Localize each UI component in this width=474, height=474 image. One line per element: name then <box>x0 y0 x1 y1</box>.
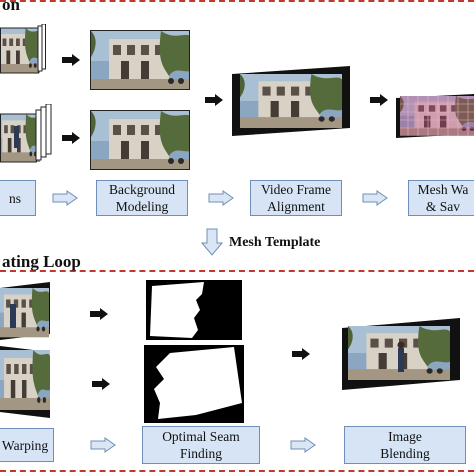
process-box-optimal-seam-finding: Optimal Seam Finding <box>142 426 260 464</box>
box-line: Mesh Wa <box>417 182 469 197</box>
warped-frame-1 <box>0 282 50 340</box>
arrow-right-icon <box>370 94 388 106</box>
process-box-background-modeling: Background Modeling <box>96 180 188 216</box>
mesh-template-down-arrow-icon <box>201 228 223 256</box>
background-frame-2 <box>90 110 190 170</box>
input-video-stack-1 <box>0 24 46 78</box>
section2-title: ating Loop <box>2 252 81 271</box>
flow-arrow-icon <box>52 190 78 206</box>
arrow-right-icon <box>92 378 110 390</box>
box-line: ns <box>8 190 21 206</box>
top-dashed-divider <box>0 0 474 2</box>
arrow-right-icon <box>205 94 223 106</box>
flow-arrow-icon <box>362 190 388 206</box>
box-line: Background <box>109 182 175 197</box>
arrow-right-icon <box>62 54 80 66</box>
seam-mask-2 <box>144 345 244 423</box>
box-line: Alignment <box>267 199 325 214</box>
bottom-dashed-divider <box>0 470 474 472</box>
input-video-stack-2 <box>0 104 56 166</box>
flow-arrow-icon <box>208 190 234 206</box>
aligned-frames-image <box>232 66 350 136</box>
mesh-template-label: Mesh Template <box>229 235 321 250</box>
flow-arrow-icon <box>90 437 116 453</box>
arrow-right-icon <box>292 348 310 360</box>
box-line: Warping <box>1 437 49 453</box>
section1-title: on <box>2 0 20 14</box>
box-line: Modeling <box>115 199 169 214</box>
box-line: Finding <box>179 446 222 461</box>
mesh-warped-image <box>396 94 474 138</box>
process-box-warping: Warping <box>0 428 54 462</box>
box-line: Video Frame <box>260 182 332 197</box>
seam-mask-1 <box>146 280 242 340</box>
process-box-input: ns <box>0 180 36 216</box>
process-box-image-blending: Image Blending <box>344 426 466 464</box>
box-line: & Sav <box>425 199 461 214</box>
warped-frame-2 <box>0 346 50 418</box>
background-frame-1 <box>90 30 190 90</box>
blended-result-image <box>342 318 460 390</box>
flow-arrow-icon <box>290 437 316 453</box>
box-line: Image <box>388 429 422 444</box>
process-box-video-frame-alignment: Video Frame Alignment <box>250 180 342 216</box>
box-line: Optimal Seam <box>162 429 240 444</box>
box-line: Blending <box>380 446 430 461</box>
arrow-right-icon <box>62 132 80 144</box>
middle-dashed-divider <box>0 270 474 272</box>
arrow-right-icon <box>90 308 108 320</box>
process-box-mesh-warping: Mesh Wa & Sav <box>408 180 474 216</box>
